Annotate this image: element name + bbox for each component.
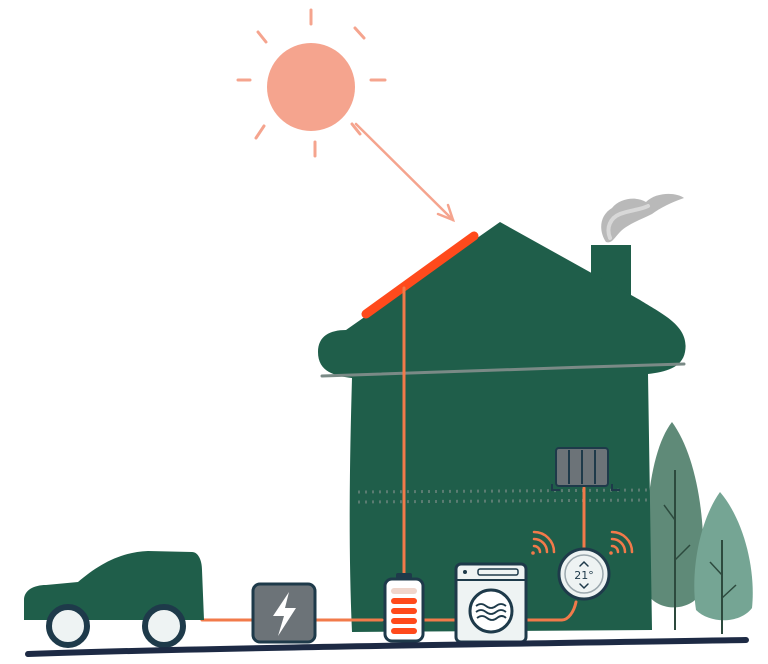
house-icon <box>318 222 686 632</box>
washing-machine-icon <box>454 562 528 644</box>
battery-cell <box>391 608 417 614</box>
battery-icon <box>383 573 425 643</box>
battery-cell <box>391 598 417 604</box>
wifi-icon <box>609 530 634 555</box>
car-icon <box>24 551 204 648</box>
energy-cables <box>200 286 586 622</box>
tree-icon <box>646 422 704 630</box>
sun-icon <box>236 8 387 158</box>
wifi-icon <box>531 530 556 555</box>
thermostat-icon: 21° <box>557 547 611 601</box>
lightning-bolt-icon <box>273 592 296 636</box>
solar-panel-icon <box>361 231 479 319</box>
tree-icon <box>694 492 753 634</box>
radiator-icon <box>551 447 620 491</box>
battery-charge-cells <box>391 588 417 634</box>
charger-icon <box>251 582 317 644</box>
battery-cell <box>391 588 417 594</box>
battery-cell <box>391 628 417 634</box>
battery-cell <box>391 618 417 624</box>
ground-line <box>25 637 749 657</box>
thermostat-reading: 21° <box>574 569 594 582</box>
smoke-icon <box>601 193 684 243</box>
arrow-icon <box>354 122 456 223</box>
